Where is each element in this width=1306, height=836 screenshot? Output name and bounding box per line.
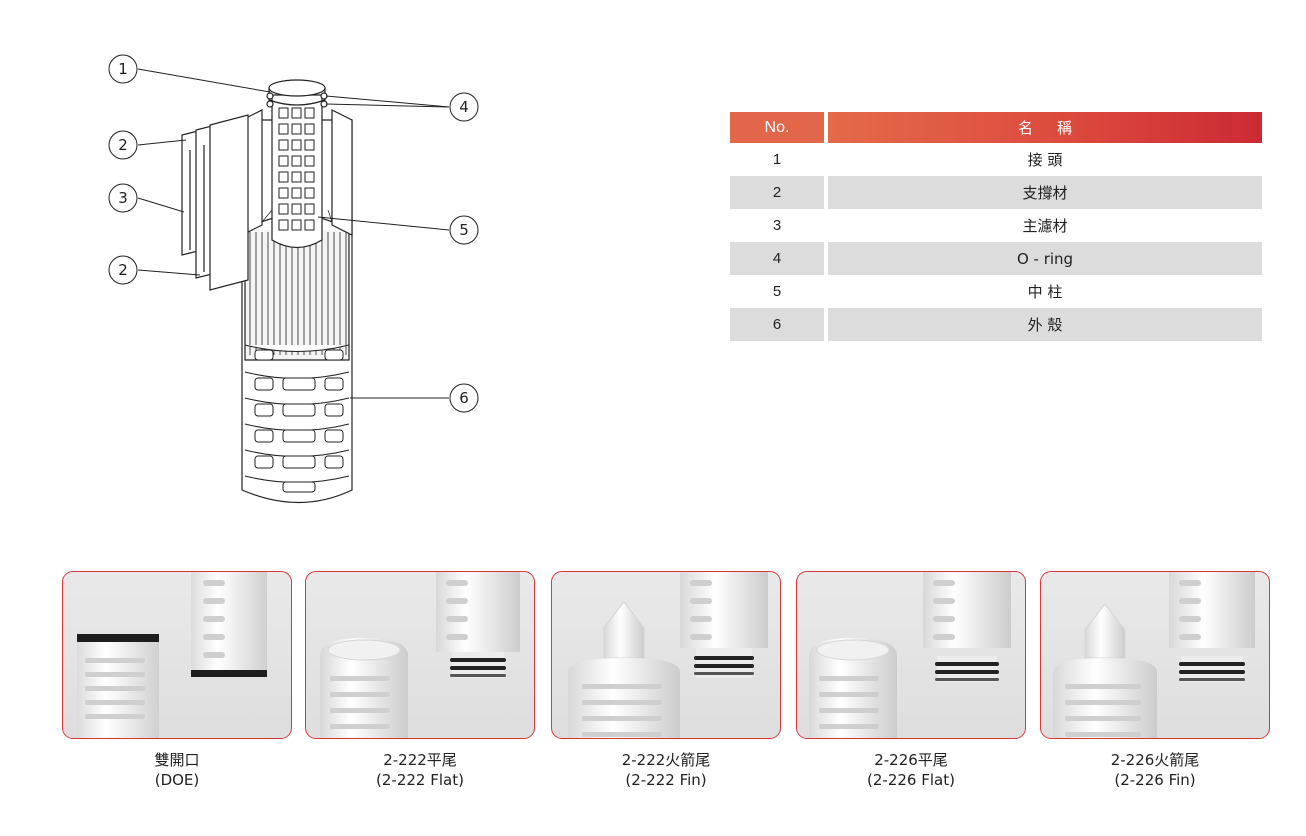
filter-cartridge-diagram: 1 4 2 3 5 2 6 xyxy=(108,54,479,503)
callout-6: 6 xyxy=(449,383,479,413)
row-name: 接 頭 xyxy=(1027,151,1063,169)
table-row: 5 中 柱 xyxy=(730,275,1262,308)
row-no: 2 xyxy=(730,176,828,209)
end-type-card-2222-flat xyxy=(305,571,535,739)
end-type-caption-doe: 雙開口 (DOE) xyxy=(62,750,292,790)
header-no: No. xyxy=(730,112,828,143)
end-type-sub: (DOE) xyxy=(154,771,200,789)
doe-end-photo-icon xyxy=(77,572,267,738)
end-type-name: 2-226火箭尾 xyxy=(1110,751,1200,769)
callout-3: 3 xyxy=(108,183,138,213)
callout-2-bottom: 2 xyxy=(108,255,138,285)
end-type-name: 2-222平尾 xyxy=(383,751,457,769)
end-type-caption-2226-flat: 2-226平尾 (2-226 Flat) xyxy=(796,750,1026,790)
row-no: 4 xyxy=(730,242,828,275)
table-row: 3 主濾材 xyxy=(730,209,1262,242)
row-name: O - ring xyxy=(826,242,1262,275)
callout-2-top: 2 xyxy=(108,130,138,160)
filter-cartridge-cutaway-icon xyxy=(181,79,353,503)
end-type-caption-2226-fin: 2-226火箭尾 (2-226 Fin) xyxy=(1040,750,1270,790)
row-name: 支撐材 xyxy=(826,176,1262,209)
end-type-sub: (2-222 Fin) xyxy=(625,771,707,789)
callout-markers: 1 4 2 3 5 2 6 xyxy=(108,54,479,413)
end-type-card-2226-flat xyxy=(796,571,1026,739)
row-no: 6 xyxy=(730,308,828,341)
end-type-name: 2-222火箭尾 xyxy=(621,751,711,769)
end-type-sub: (2-226 Flat) xyxy=(867,771,955,789)
row-no: 5 xyxy=(730,275,828,308)
callout-leaders xyxy=(137,68,450,399)
flat-end-photo-icon xyxy=(809,572,1011,738)
fin-end-photo-icon xyxy=(1053,572,1255,738)
svg-text:1: 1 xyxy=(118,60,128,78)
parts-table: No. 名稱 1 接 頭 2 支撐材 3 主濾材 4 O - ring 5 中 … xyxy=(730,112,1262,341)
end-type-caption-2222-fin: 2-222火箭尾 (2-222 Fin) xyxy=(551,750,781,790)
fin-end-photo-icon xyxy=(568,572,768,738)
end-type-sub: (2-222 Flat) xyxy=(376,771,464,789)
table-row: 4 O - ring xyxy=(730,242,1262,275)
row-name: 中 柱 xyxy=(1027,283,1063,301)
svg-text:6: 6 xyxy=(459,389,469,407)
parts-table-header: No. 名稱 xyxy=(730,112,1262,143)
table-row: 1 接 頭 xyxy=(730,143,1262,176)
row-no: 1 xyxy=(730,143,828,176)
svg-text:5: 5 xyxy=(459,221,469,239)
end-type-card-doe xyxy=(62,571,292,739)
row-no: 3 xyxy=(730,209,828,242)
svg-text:4: 4 xyxy=(459,98,469,116)
flat-end-photo-icon xyxy=(320,572,520,738)
callout-1: 1 xyxy=(108,54,138,84)
row-name: 主濾材 xyxy=(1022,217,1068,235)
callout-4: 4 xyxy=(449,92,479,122)
header-name: 名稱 xyxy=(826,112,1262,143)
end-type-card-2226-fin xyxy=(1040,571,1270,739)
table-row: 6 外 殼 xyxy=(730,308,1262,341)
end-type-name: 雙開口 xyxy=(154,751,200,769)
svg-text:3: 3 xyxy=(118,189,128,207)
end-type-card-2222-fin xyxy=(551,571,781,739)
callout-5: 5 xyxy=(449,215,479,245)
svg-text:2: 2 xyxy=(118,261,128,279)
svg-text:2: 2 xyxy=(118,136,128,154)
end-type-caption-2222-flat: 2-222平尾 (2-222 Flat) xyxy=(305,750,535,790)
row-name: 外 殼 xyxy=(826,308,1262,341)
table-row: 2 支撐材 xyxy=(730,176,1262,209)
end-type-name: 2-226平尾 xyxy=(874,751,948,769)
end-type-sub: (2-226 Fin) xyxy=(1114,771,1196,789)
